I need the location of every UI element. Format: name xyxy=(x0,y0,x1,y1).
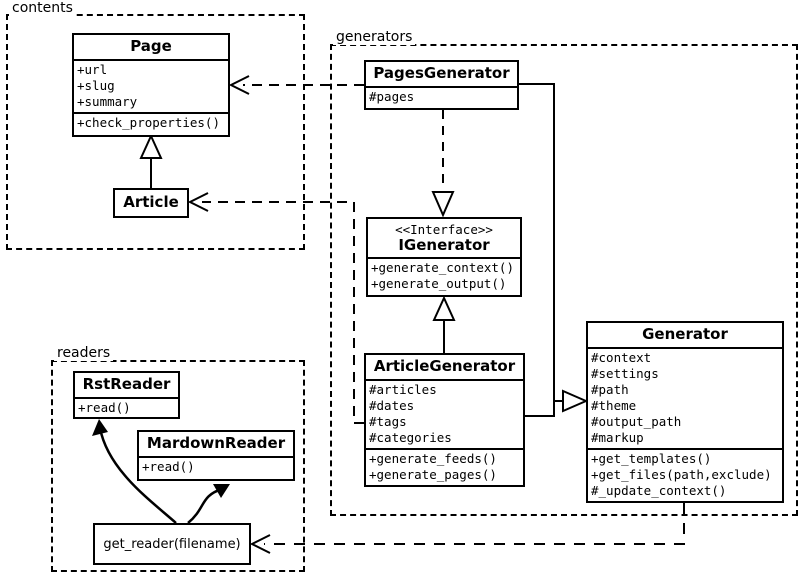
class-page-attributes: +url +slug +summary xyxy=(74,59,228,112)
class-mardownreader-operations: +read() xyxy=(139,456,293,477)
operation: +generate_context() xyxy=(371,260,514,275)
attribute: #pages xyxy=(369,89,415,104)
package-generators xyxy=(330,44,798,516)
class-mardownreader-title: MardownReader xyxy=(146,434,286,452)
class-rstreader-title: RstReader xyxy=(82,375,171,393)
class-articlegenerator-title: ArticleGenerator xyxy=(373,357,516,375)
attribute: #dates xyxy=(369,398,415,413)
class-igenerator-stereotype: <<Interface>> xyxy=(395,222,493,237)
class-mardownreader[interactable]: MardownReader +read() xyxy=(137,430,295,481)
attribute: #categories xyxy=(369,430,452,445)
class-igenerator-operations: +generate_context() +generate_output() xyxy=(368,257,520,294)
class-igenerator[interactable]: <<Interface>> IGenerator +generate_conte… xyxy=(366,217,522,297)
class-generator-attributes: #context #settings #path #theme #output_… xyxy=(588,347,782,448)
class-page-title: Page xyxy=(130,37,172,55)
package-readers-label: readers xyxy=(54,345,114,361)
class-articlegenerator[interactable]: ArticleGenerator #articles #dates #tags … xyxy=(364,353,525,487)
package-contents-label: contents xyxy=(9,0,76,16)
package-contents xyxy=(6,14,305,250)
class-pagesgenerator[interactable]: PagesGenerator #pages xyxy=(364,60,519,110)
attribute: #settings xyxy=(591,366,659,381)
class-page-operations: +check_properties() xyxy=(74,112,228,133)
attribute: +url xyxy=(77,62,108,77)
operation: +get_templates() xyxy=(591,451,712,466)
operation: +read() xyxy=(142,459,195,474)
attribute: +slug xyxy=(77,78,115,93)
attribute: #articles xyxy=(369,382,437,397)
attribute: #path xyxy=(591,382,629,397)
class-rstreader-operations: +read() xyxy=(75,397,178,418)
attribute: #output_path xyxy=(591,414,682,429)
function-get-reader[interactable]: get_reader(filename) xyxy=(93,523,251,565)
class-articlegenerator-attributes: #articles #dates #tags #categories xyxy=(366,379,523,448)
function-get-reader-label: get_reader(filename) xyxy=(103,536,241,552)
class-article-title: Article xyxy=(123,193,179,211)
attribute: +summary xyxy=(77,94,138,109)
class-pagesgenerator-attributes: #pages xyxy=(366,86,517,107)
class-igenerator-title: IGenerator xyxy=(398,236,490,254)
class-generator-operations: +get_templates() +get_files(path,exclude… xyxy=(588,448,782,501)
attribute: #context xyxy=(591,350,652,365)
class-generator[interactable]: Generator #context #settings #path #them… xyxy=(586,321,784,503)
class-pagesgenerator-title: PagesGenerator xyxy=(373,64,510,82)
operation: +generate_feeds() xyxy=(369,451,497,466)
operation: +read() xyxy=(78,400,131,415)
operation: +generate_pages() xyxy=(369,467,497,482)
operation: +generate_output() xyxy=(371,276,507,291)
class-rstreader[interactable]: RstReader +read() xyxy=(73,371,180,419)
attribute: #markup xyxy=(591,430,644,445)
package-readers xyxy=(51,360,305,572)
attribute: #tags xyxy=(369,414,407,429)
operation: +check_properties() xyxy=(77,115,220,130)
attribute: #theme xyxy=(591,398,637,413)
operation: #_update_context() xyxy=(591,483,727,498)
class-articlegenerator-operations: +generate_feeds() +generate_pages() xyxy=(366,448,523,485)
operation: +get_files(path,exclude) xyxy=(591,467,772,482)
class-page[interactable]: Page +url +slug +summary +check_properti… xyxy=(72,33,230,137)
class-generator-title: Generator xyxy=(642,325,728,343)
class-article[interactable]: Article xyxy=(113,188,189,218)
package-generators-label: generators xyxy=(333,29,416,45)
